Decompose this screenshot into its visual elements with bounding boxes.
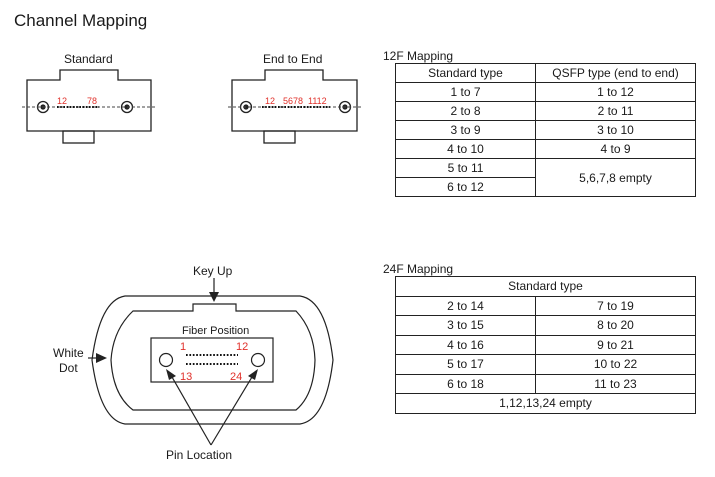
white-dot-label-line1: White bbox=[53, 346, 84, 360]
table-cell: 5 to 11 bbox=[395, 158, 536, 178]
table-12f-title: 12F Mapping bbox=[383, 49, 454, 63]
end-to-end-pins-12: 12 bbox=[265, 96, 275, 106]
table-row: 1 to 7 1 to 12 bbox=[395, 82, 696, 102]
table-row: 2 to 8 2 to 11 bbox=[395, 101, 696, 121]
mpo-inner-frame bbox=[110, 303, 316, 411]
table-row: 3 to 15 8 to 20 bbox=[395, 315, 696, 336]
table-12f-merged-note: 5,6,7,8 empty bbox=[535, 158, 696, 197]
table-cell: 4 to 9 bbox=[535, 139, 696, 159]
table-cell: 7 to 19 bbox=[535, 295, 696, 316]
table-row: 5 to 17 10 to 22 bbox=[395, 354, 696, 375]
table-row: 6 to 12 bbox=[395, 177, 696, 197]
table-row: 2 to 14 7 to 19 bbox=[395, 295, 696, 316]
table-row: 4 to 10 4 to 9 bbox=[395, 139, 696, 159]
table-row: 6 to 18 11 to 23 bbox=[395, 373, 696, 394]
guide-pin-left-icon bbox=[158, 352, 174, 368]
table-cell: 8 to 20 bbox=[535, 315, 696, 336]
table-24f-footer: 1,12,13,24 empty bbox=[395, 393, 696, 414]
fiber-number-24: 24 bbox=[230, 371, 242, 383]
table-12f: Standard type QSFP type (end to end) 1 t… bbox=[395, 63, 696, 197]
table-row: 4 to 16 9 to 21 bbox=[395, 334, 696, 355]
standard-pin-right-label: 78 bbox=[87, 96, 97, 106]
pin-location-arrow-right-icon bbox=[248, 369, 258, 380]
fiber-position-label: Fiber Position bbox=[182, 325, 250, 337]
table-cell: 11 to 23 bbox=[535, 373, 696, 394]
table-cell: 4 to 10 bbox=[395, 139, 536, 159]
table-24f-footer-row: 1,12,13,24 empty bbox=[395, 393, 696, 414]
table-cell: 9 to 21 bbox=[535, 334, 696, 355]
white-dot-label-line2: Dot bbox=[59, 361, 78, 375]
table-24f-header: Standard type bbox=[395, 276, 696, 297]
end-to-end-pins-1112: 1112 bbox=[308, 96, 327, 106]
table-cell: 2 to 11 bbox=[535, 101, 696, 121]
guide-pin-right-icon bbox=[250, 352, 266, 368]
key-up-label: Key Up bbox=[193, 264, 233, 278]
fiber-number-12: 12 bbox=[236, 341, 248, 353]
mpo-ferrule bbox=[150, 337, 274, 383]
table-24f-header-row: Standard type bbox=[395, 276, 696, 297]
table-cell: 3 to 9 bbox=[395, 120, 536, 140]
table-cell: 6 to 12 bbox=[395, 177, 536, 197]
table-row: 3 to 9 3 to 10 bbox=[395, 120, 696, 140]
table-12f-header-row: Standard type QSFP type (end to end) bbox=[395, 63, 696, 83]
fiber-number-1: 1 bbox=[180, 341, 186, 353]
table-cell: 6 to 18 bbox=[395, 373, 536, 394]
table-cell: 3 to 15 bbox=[395, 315, 536, 336]
page-title: Channel Mapping bbox=[14, 11, 148, 30]
table-24f-title: 24F Mapping bbox=[383, 262, 454, 276]
standard-connector-key bbox=[62, 130, 95, 144]
end-to-end-connector-label: End to End bbox=[263, 52, 323, 66]
white-dot-arrow-icon bbox=[96, 353, 107, 363]
key-up-arrow-icon bbox=[209, 292, 219, 302]
pin-location-arrow-left-icon bbox=[166, 369, 176, 380]
end-to-end-connector-key bbox=[263, 130, 296, 144]
standard-pin-left-label: 12 bbox=[57, 96, 67, 106]
table-24f: Standard type 2 to 14 7 to 19 3 to 15 8 … bbox=[395, 276, 696, 414]
mpo-outer-housing bbox=[91, 295, 334, 425]
table-row: 5 to 11 5,6,7,8 empty bbox=[395, 158, 696, 197]
table-cell: 4 to 16 bbox=[395, 334, 536, 355]
table-12f-header-qsfp: QSFP type (end to end) bbox=[535, 63, 696, 83]
pin-location-label: Pin Location bbox=[166, 448, 233, 462]
end-to-end-pins-5678: 5678 bbox=[283, 96, 303, 106]
fiber-number-13: 13 bbox=[180, 371, 192, 383]
table-cell: 5 to 17 bbox=[395, 354, 536, 375]
table-cell: 10 to 22 bbox=[535, 354, 696, 375]
standard-connector-label: Standard bbox=[64, 52, 113, 66]
table-cell: 2 to 14 bbox=[395, 295, 536, 316]
